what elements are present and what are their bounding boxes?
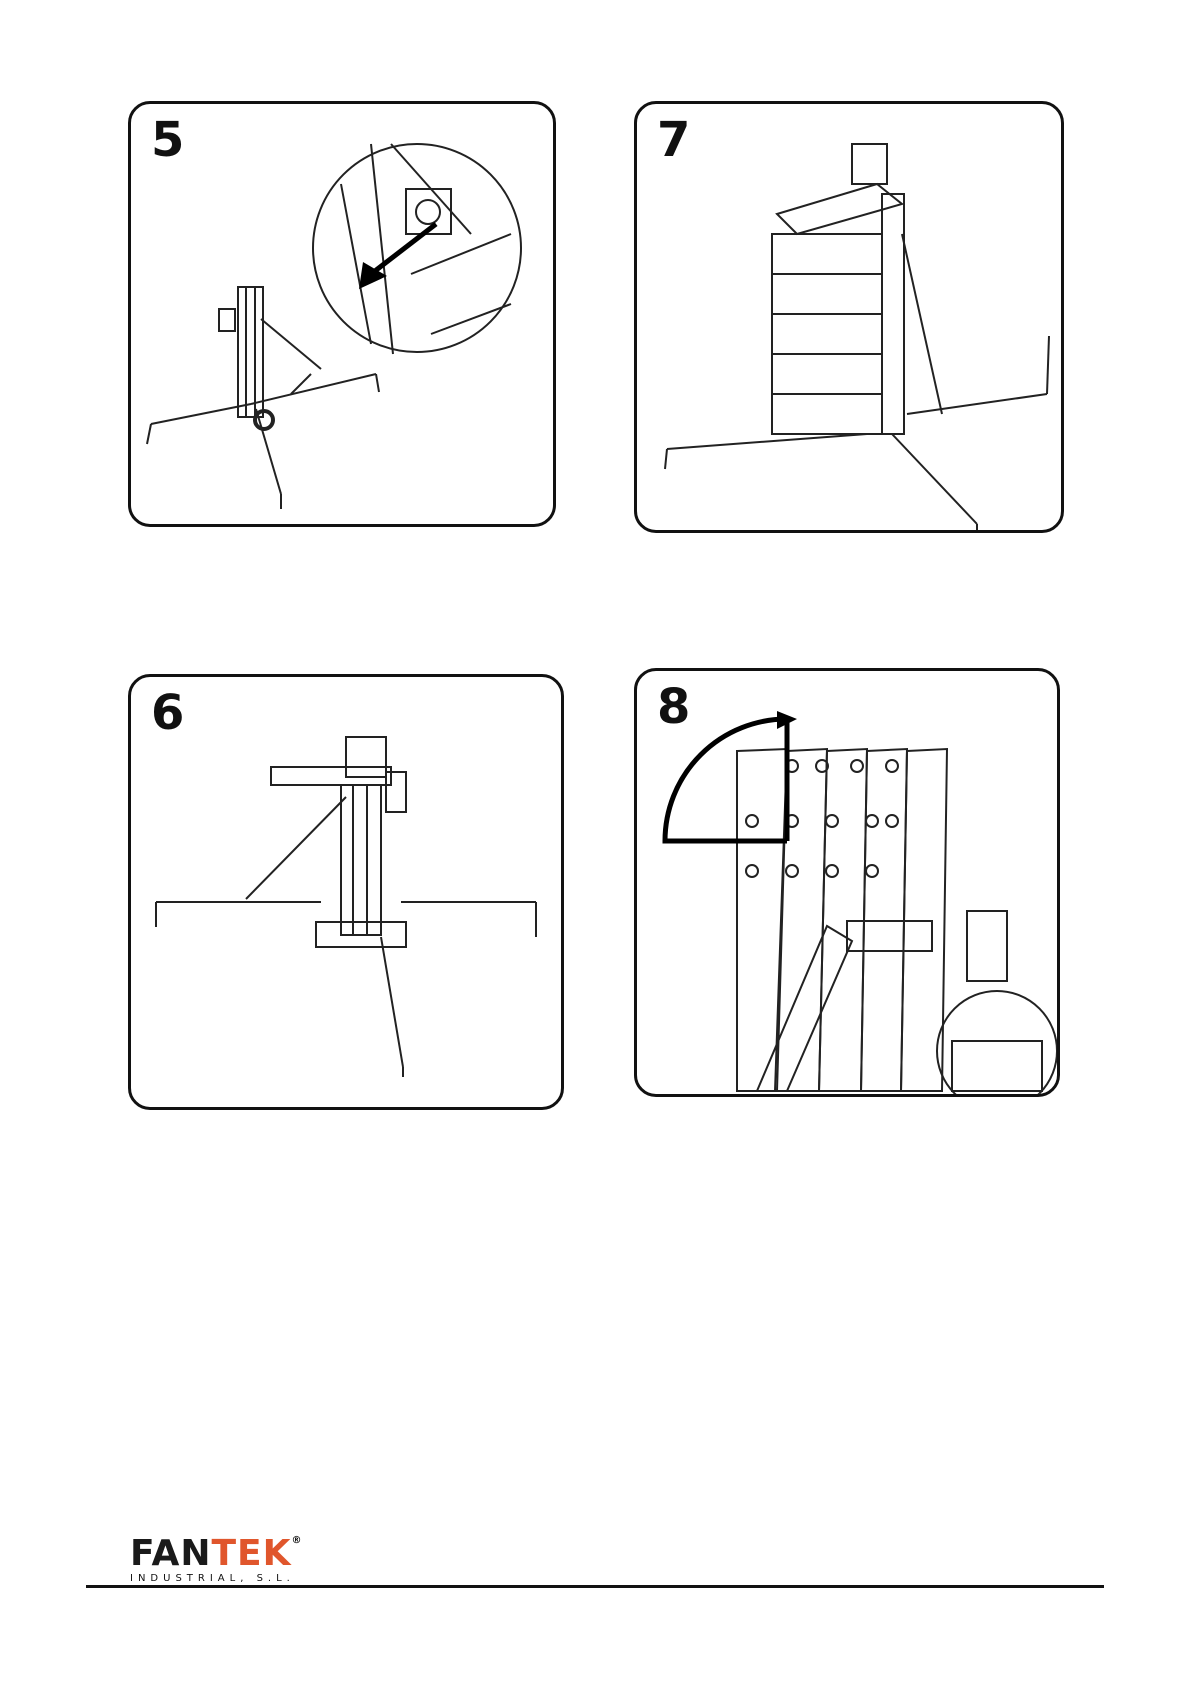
footer-divider xyxy=(86,1585,1104,1588)
step-panel-7: 7 xyxy=(634,101,1064,533)
logo-wordmark: FANTEK® xyxy=(130,1536,303,1572)
step-panel-5: 5 xyxy=(128,101,556,527)
lift-illustration-step-5 xyxy=(131,104,553,524)
logo-brand-part2: TEK xyxy=(211,1533,291,1574)
logo-registered-mark: ® xyxy=(292,1535,303,1546)
lift-with-line-array-illustration xyxy=(637,104,1061,530)
mast-locking-detail-illustration xyxy=(637,671,1057,1094)
logo-subtitle: INDUSTRIAL, S.L. xyxy=(130,1573,303,1584)
logo-brand-part1: FAN xyxy=(130,1533,211,1574)
step-panel-6: 6 xyxy=(128,674,564,1110)
lift-raised-illustration xyxy=(131,677,561,1107)
fantek-logo: FANTEK® INDUSTRIAL, S.L. xyxy=(130,1536,303,1584)
step-panel-8: 8 xyxy=(634,668,1060,1097)
